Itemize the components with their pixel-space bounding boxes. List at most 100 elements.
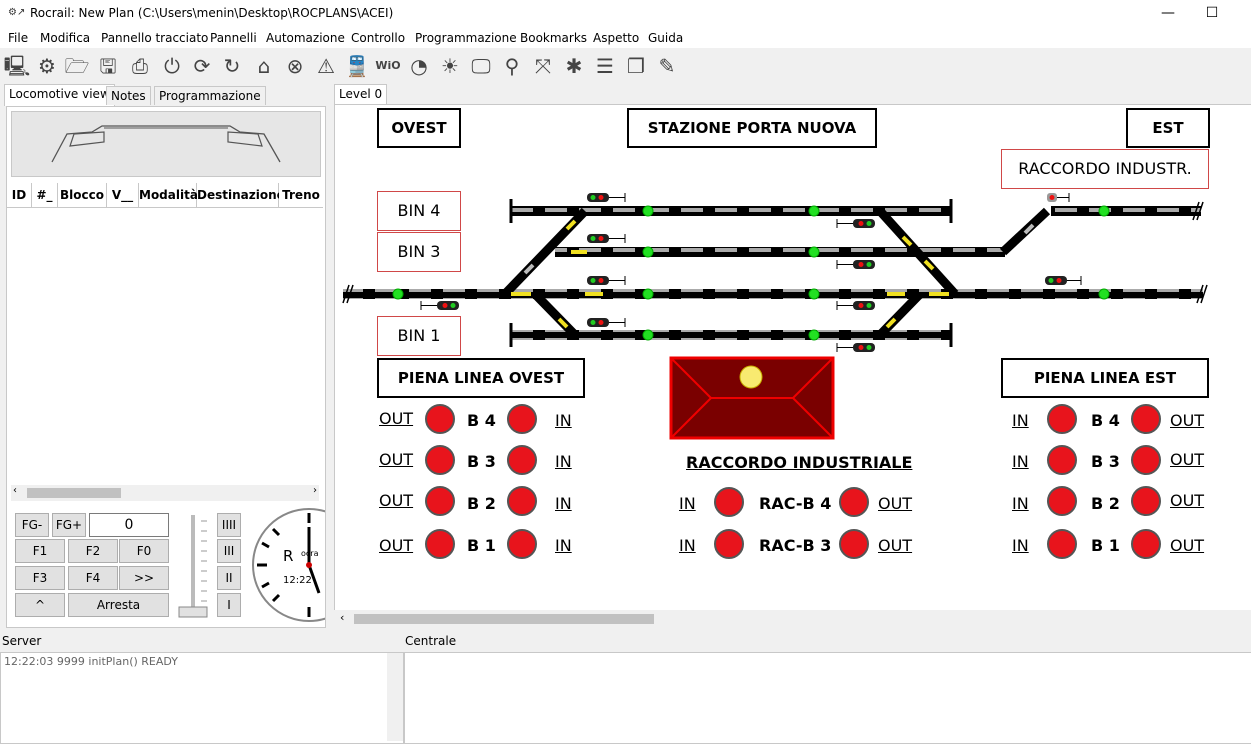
led-red-icon[interactable] [713, 528, 745, 560]
led-red-icon[interactable] [838, 528, 870, 560]
gear-1-button[interactable]: I [217, 593, 241, 617]
raccordo-in-b4[interactable]: IN [679, 494, 696, 513]
maximize-button[interactable]: ☐ [1205, 5, 1219, 21]
menu-aspetto[interactable]: Aspetto [593, 31, 640, 45]
label-raccordo-industriale[interactable]: RACCORDO INDUSTRIALE [686, 453, 913, 472]
tab-programmazione[interactable]: Programmazione [154, 86, 266, 105]
led-red-icon[interactable] [424, 403, 456, 435]
minimize-button[interactable]: — [1161, 5, 1175, 21]
server-vertical-scrollbar[interactable] [387, 653, 403, 741]
gear-2-button[interactable]: II [217, 566, 241, 590]
column-modalita[interactable]: Modalità [139, 183, 198, 208]
west-in-b4[interactable]: IN [555, 411, 572, 430]
menu-modifica[interactable]: Modifica [40, 31, 91, 45]
refresh-icon[interactable]: ⟳ [193, 54, 211, 78]
east-in-b2[interactable]: IN [1012, 494, 1029, 513]
gauge-icon[interactable]: ◔ [410, 54, 428, 78]
fg-minus-button[interactable]: FG- [15, 513, 49, 537]
east-in-b3[interactable]: IN [1012, 452, 1029, 471]
gear-3-button[interactable]: III [217, 539, 241, 563]
light-icon[interactable]: ☀ [441, 54, 459, 78]
server-log[interactable]: 12:22:03 9999 initPlan() READY [0, 652, 404, 744]
led-red-icon[interactable] [1046, 528, 1078, 560]
menu-bookmarks[interactable]: Bookmarks [520, 31, 588, 45]
tab-level-0[interactable]: Level 0 [334, 84, 388, 106]
led-red-icon[interactable] [506, 444, 538, 476]
west-in-b3[interactable]: IN [555, 452, 572, 471]
east-in-b4[interactable]: IN [1012, 411, 1029, 430]
zoom-icon[interactable]: ⚲ [504, 54, 520, 78]
fg-plus-button[interactable]: FG+ [52, 513, 86, 537]
f1-button[interactable]: F1 [15, 539, 65, 563]
west-in-b1[interactable]: IN [555, 536, 572, 555]
home-icon[interactable]: ⌂ [257, 54, 271, 78]
raccordo-in-b3[interactable]: IN [679, 536, 696, 555]
column-speed[interactable]: V__ [107, 183, 139, 208]
west-out-b3[interactable]: OUT [379, 450, 414, 469]
menu-automazione[interactable]: Automazione [266, 31, 345, 45]
menu-pannello-tracciato[interactable]: Pannello tracciato [101, 31, 209, 45]
save-icon[interactable]: 🖫 [99, 54, 117, 78]
raccordo-out-b4[interactable]: OUT [878, 494, 913, 513]
menu-guida[interactable]: Guida [648, 31, 684, 45]
scroll-left-icon[interactable]: ‹ [340, 611, 345, 624]
led-red-icon[interactable] [424, 528, 456, 560]
west-out-b4[interactable]: OUT [379, 409, 414, 428]
rotate-icon[interactable]: ↻ [223, 54, 241, 78]
wio-icon[interactable]: WiO [375, 59, 401, 72]
led-red-icon[interactable] [838, 486, 870, 518]
column-destinazione[interactable]: Destinazione [197, 183, 285, 208]
centrale-log[interactable] [404, 652, 1251, 744]
scrollbar-thumb[interactable] [354, 614, 654, 624]
label-raccordo-top[interactable]: RACCORDO INDUSTR. [1001, 149, 1209, 189]
train-icon[interactable]: 🚆 [344, 54, 370, 78]
menu-programmazione[interactable]: Programmazione [415, 31, 517, 45]
menu-pannelli[interactable]: Pannelli [210, 31, 257, 45]
scroll-right-icon[interactable]: › [313, 485, 317, 496]
west-out-b2[interactable]: OUT [379, 491, 414, 510]
plan-horizontal-scrollbar[interactable]: ‹ [334, 610, 1251, 628]
east-out-b4[interactable]: OUT [1170, 411, 1205, 430]
led-red-icon[interactable] [506, 528, 538, 560]
tab-notes[interactable]: Notes [106, 86, 151, 105]
label-est[interactable]: EST [1126, 108, 1210, 148]
power-icon[interactable]: ⏻ [164, 54, 180, 78]
block-bin1[interactable]: BIN 1 [377, 316, 461, 356]
stop-button[interactable]: Arresta [68, 593, 169, 617]
screen-icon[interactable]: 🖵 [471, 54, 491, 78]
label-piena-linea-est[interactable]: PIENA LINEA EST [1001, 358, 1209, 398]
block-bin3[interactable]: BIN 3 [377, 232, 461, 272]
column-id[interactable]: ID [7, 183, 32, 208]
led-red-icon[interactable] [1046, 485, 1078, 517]
speed-input[interactable]: 0 [89, 513, 169, 537]
led-red-icon[interactable] [424, 444, 456, 476]
bug-icon[interactable]: ✱ [565, 54, 583, 78]
column-treno[interactable]: Treno [279, 183, 323, 208]
east-out-b1[interactable]: OUT [1170, 536, 1205, 555]
speed-slider[interactable] [177, 511, 209, 619]
gears-icon[interactable]: ⚙ [38, 54, 56, 78]
warning-icon[interactable]: ⚠ [317, 54, 335, 78]
column-blocco[interactable]: Blocco [58, 183, 107, 208]
list-icon[interactable]: ☰ [596, 54, 614, 78]
led-red-icon[interactable] [1130, 485, 1162, 517]
gear-4-button[interactable]: IIII [217, 513, 241, 537]
led-red-icon[interactable] [1130, 444, 1162, 476]
column-number[interactable]: #_ [32, 183, 58, 208]
more-functions-button[interactable]: >> [119, 566, 169, 590]
east-in-b1[interactable]: IN [1012, 536, 1029, 555]
scroll-left-icon[interactable]: ‹ [13, 485, 17, 496]
f0-button[interactable]: F0 [119, 539, 169, 563]
raccordo-out-b3[interactable]: OUT [878, 536, 913, 555]
label-piena-linea-ovest[interactable]: PIENA LINEA OVEST [377, 358, 585, 398]
tab-locomotive-view[interactable]: Locomotive view [4, 84, 115, 106]
fullscreen-icon[interactable]: ⤧ [535, 54, 551, 78]
f2-button[interactable]: F2 [68, 539, 118, 563]
west-out-b1[interactable]: OUT [379, 536, 414, 555]
label-stazione[interactable]: STAZIONE PORTA NUOVA [627, 108, 877, 148]
stop-circle-icon[interactable]: ⊗ [286, 54, 304, 78]
folder-icon[interactable]: 🗁 [64, 54, 90, 78]
led-red-icon[interactable] [713, 486, 745, 518]
led-red-icon[interactable] [506, 403, 538, 435]
block-bin4[interactable]: BIN 4 [377, 191, 461, 231]
